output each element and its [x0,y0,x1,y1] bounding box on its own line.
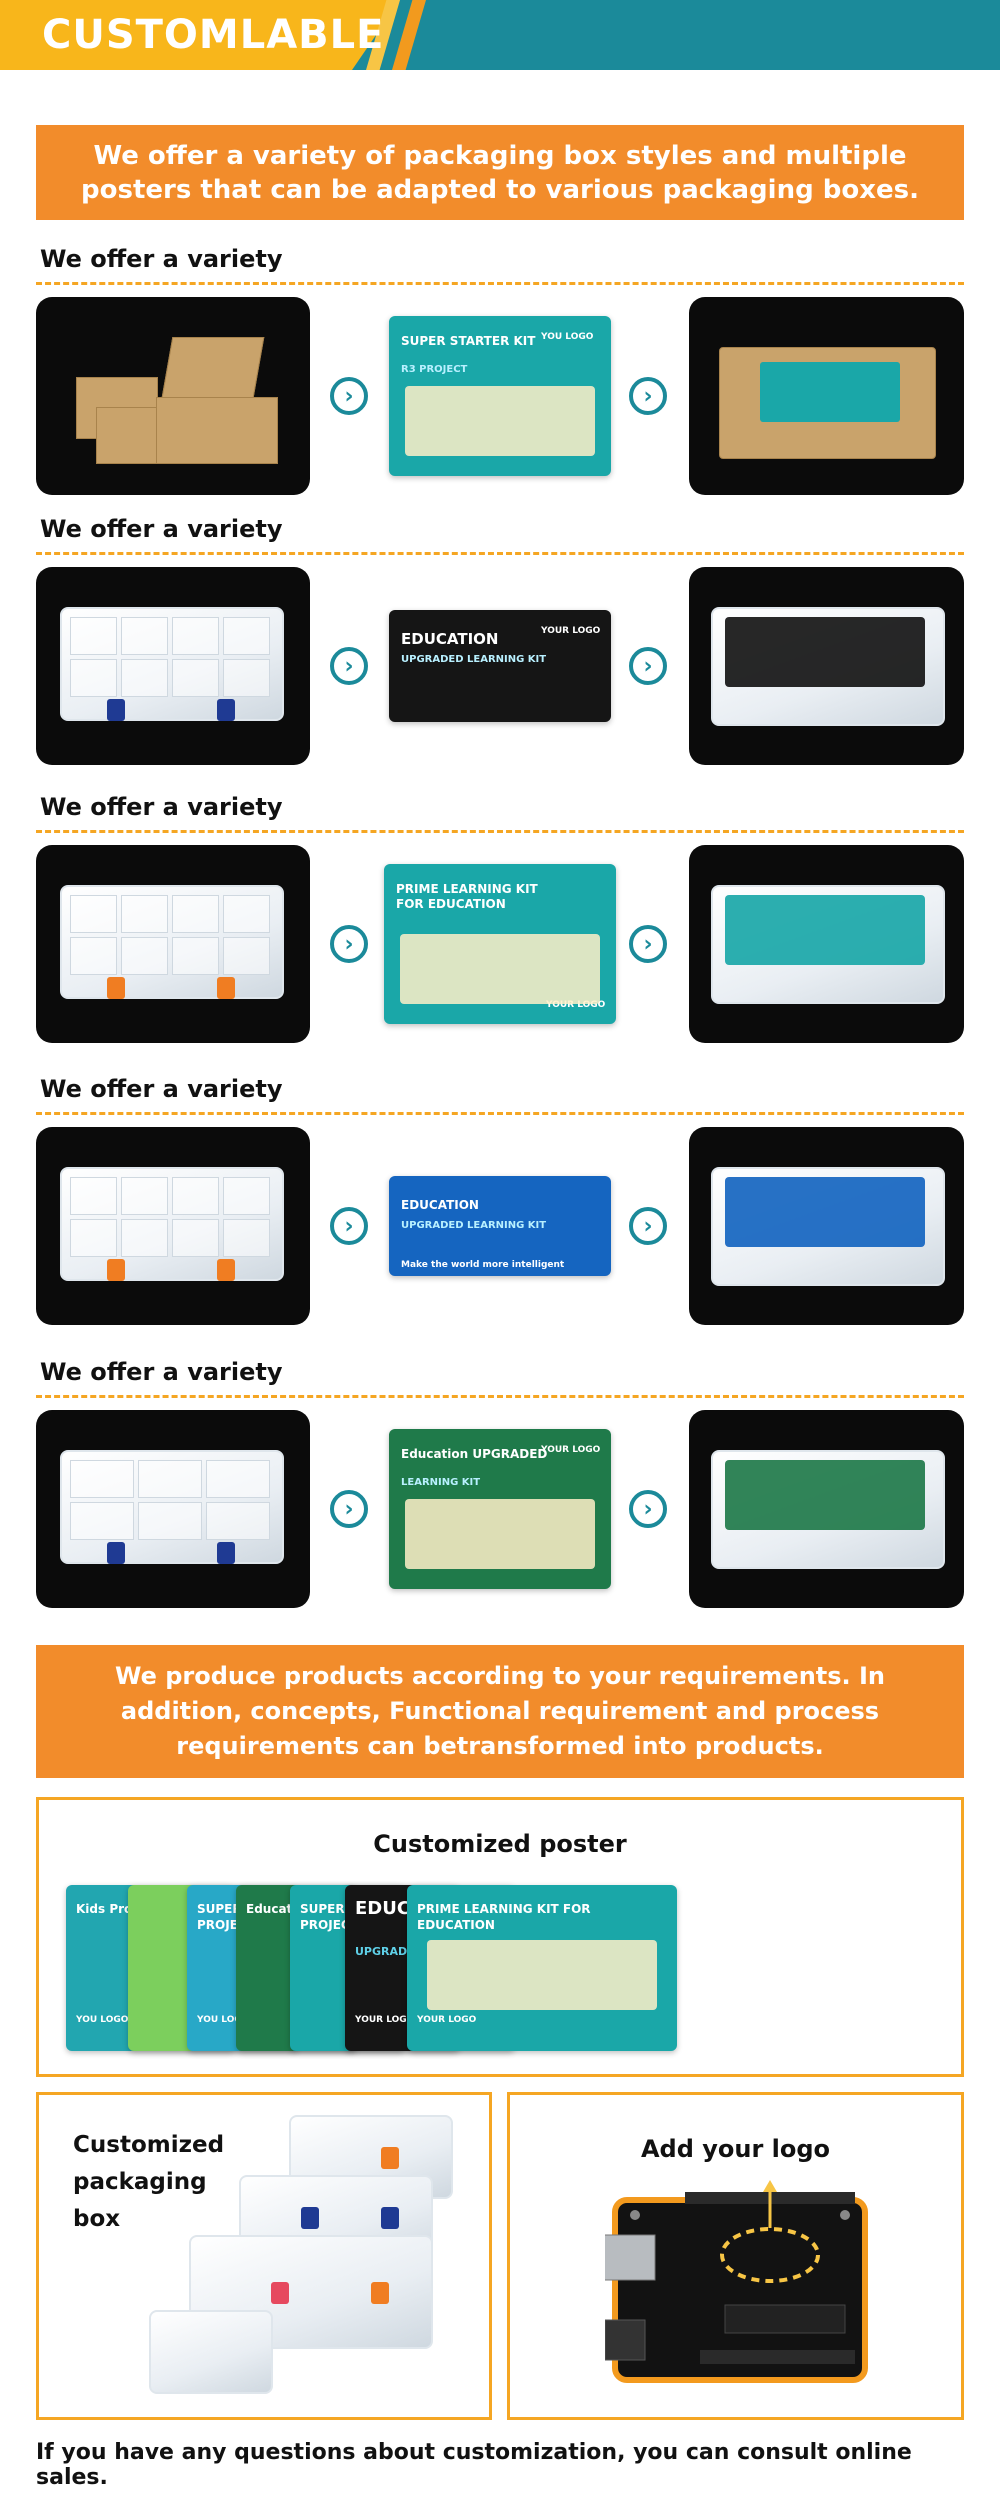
poster-logo-text: Make the world more intelligent [401,1260,565,1270]
dashed-divider [36,1112,964,1115]
add-logo-panel: Add your logo [507,2092,964,2420]
chevron-right-icon: › [629,1490,667,1528]
poster-subtitle: LEARNING KIT [401,1477,481,1488]
chevron-right-icon: › [629,925,667,963]
dashed-divider [36,552,964,555]
poster-logo-text: YOUR LOGO [541,1445,601,1455]
empty-box-photo [36,1410,310,1608]
section-heading: We offer a variety [40,245,283,273]
packaging-box-panel: Customized packaging box [36,2092,492,2420]
produce-banner: We produce products according to your re… [36,1645,964,1778]
finished-box-photo [689,1127,964,1325]
circuit-board [605,2180,868,2383]
dashed-divider [36,1395,964,1398]
section-heading: We offer a variety [40,515,283,543]
poster-card-logo: YOUR LOGO [355,2015,415,2025]
poster-card: PRIME LEARNING KIT FOR EDUCATION YOUR LO… [407,1885,677,2051]
chevron-right-icon: › [629,1207,667,1245]
finished-box-photo [689,297,964,495]
poster-title: EDUCATION [401,1198,479,1212]
poster-card-logo: YOUR LOGO [417,2015,477,2025]
poster-title: PRIME LEARNING KIT FOR EDUCATION [396,882,538,911]
section-heading: We offer a variety [40,1358,283,1386]
intro-banner: We offer a variety of packaging box styl… [36,125,964,220]
poster-design: EDUCATION UPGRADED LEARNING KIT Make the… [389,1176,611,1276]
poster-logo-text: YOU LOGO [541,332,594,342]
footer-note: If you have any questions about customiz… [36,2440,912,2490]
chevron-right-icon: › [629,377,667,415]
empty-box-photo [36,845,310,1043]
panel-title: Add your logo [640,2135,831,2163]
chevron-right-icon: › [330,925,368,963]
section-heading: We offer a variety [40,793,283,821]
finished-box-photo [689,845,964,1043]
poster-card-label: PRIME LEARNING KIT FOR EDUCATION [417,1902,591,1932]
stacked-box [149,2310,273,2394]
header-accent [0,0,400,70]
poster-title: SUPER STARTER KIT [401,334,536,348]
poster-design: PRIME LEARNING KIT FOR EDUCATION YOUR LO… [384,864,616,1024]
chevron-right-icon: › [330,377,368,415]
poster-card-logo: YOU LOGO [76,2015,129,2025]
poster-subtitle: UPGRADED LEARNING KIT [401,654,547,665]
poster-subtitle: R3 PROJECT [401,364,468,375]
empty-box-photo [36,1127,310,1325]
chevron-right-icon: › [330,647,368,685]
chevron-right-icon: › [330,1207,368,1245]
chevron-right-icon: › [330,1490,368,1528]
poster-title: Education UPGRADED [401,1447,548,1461]
empty-box-photo [36,567,310,765]
dashed-divider [36,830,964,833]
poster-design: Education UPGRADED LEARNING KIT YOUR LOG… [389,1429,611,1589]
finished-box-photo [689,1410,964,1608]
finished-box-photo [689,567,964,765]
poster-logo-text: YOUR LOGO [546,1000,606,1010]
section-heading: We offer a variety [40,1075,283,1103]
poster-card-sub: UPGRADED [355,1945,424,1958]
dashed-divider [36,282,964,285]
panel-title: Customized poster [373,1830,627,1858]
panel-title: Customized packaging box [73,2132,225,2232]
poster-title: EDUCATION [401,630,499,648]
poster-design: EDUCATION UPGRADED LEARNING KIT YOUR LOG… [389,610,611,722]
poster-logo-text: YOUR LOGO [541,626,601,636]
poster-card-label: EDUCA [355,1898,424,1919]
poster-subtitle: UPGRADED LEARNING KIT [401,1220,547,1231]
poster-design: SUPER STARTER KIT R3 PROJECT YOU LOGO [389,316,611,476]
empty-box-photo [36,297,310,495]
page-title: CUSTOMLABLE [42,12,385,58]
poster-card-label: Kids Pro [76,1902,133,1916]
chevron-right-icon: › [629,647,667,685]
customized-poster-panel: Customized poster Kids Pro YOU LOGO SUPE… [36,1797,964,2077]
